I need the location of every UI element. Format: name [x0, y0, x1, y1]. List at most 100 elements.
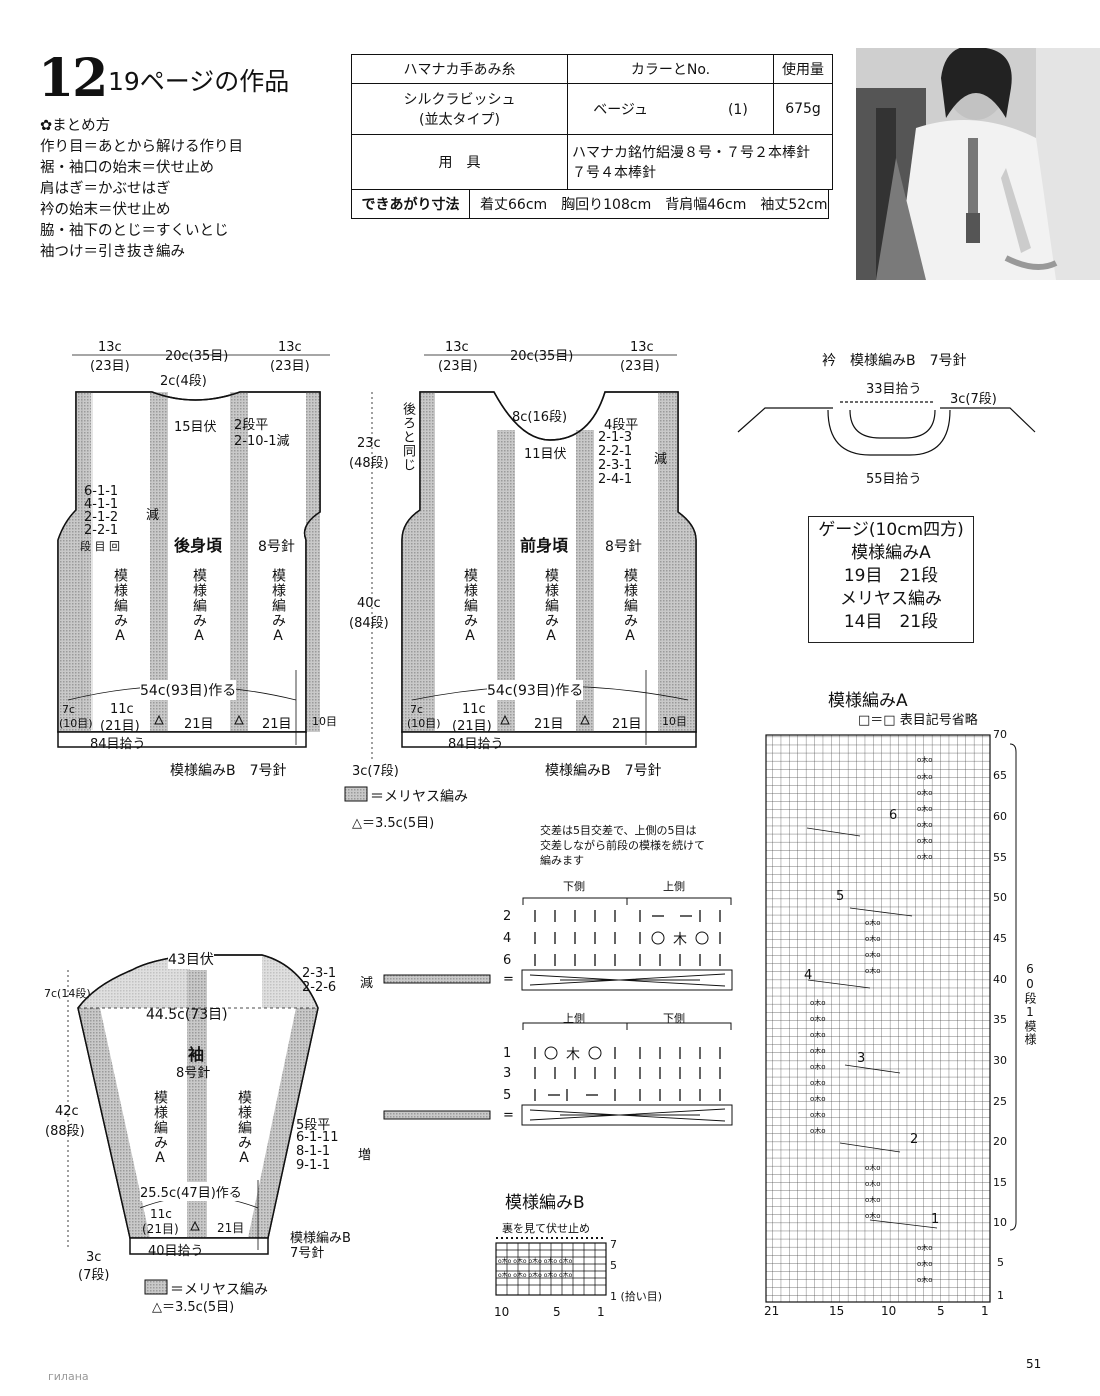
front-same-as-back: 後ろと同じ: [400, 402, 415, 472]
cross-a-lower: 下側: [563, 880, 585, 893]
back-piece-name: 後身頃: [174, 536, 223, 555]
page-number: 51: [1026, 1357, 1042, 1371]
chart-b-col-label: 5: [553, 1305, 561, 1319]
sleeve-bind-off: 43目伏: [168, 949, 214, 969]
cross-b-row: 5: [503, 1088, 512, 1103]
front-neck-dec: 2-1-3: [598, 430, 633, 445]
cross-note: 編みます: [540, 854, 584, 867]
back-bottom-cell: 21目: [262, 717, 292, 732]
rib-depth: 3c(7段): [352, 764, 399, 779]
cross-note: 交差は5目交差で、上側の5目は: [540, 824, 697, 837]
chart-a-row-label: 5: [997, 1256, 1004, 1269]
gauge-stockinette: メリヤス編み: [840, 589, 942, 609]
svg-text:o木o: o木o: [865, 966, 881, 975]
back-neck-dec-2: 2-10-1減: [234, 434, 290, 449]
front-pattern-a: 模様編みA: [622, 568, 638, 645]
size-value: 着丈66cm 胸回り108cm 背肩幅46cm 袖丈52cm: [480, 197, 828, 213]
chart-a-row-label: 15: [993, 1176, 1007, 1189]
sleeve-cast-on: 25.5c(47目)作る: [140, 1182, 242, 1201]
cross-a-row: 4: [503, 931, 512, 946]
back-pattern-a: 模様編みA: [191, 568, 207, 645]
chart-b-col-label: 10: [494, 1305, 510, 1319]
front-bottom-cell: (21目): [452, 719, 492, 734]
chart-a-marker: 6: [889, 808, 898, 823]
svg-text:o木o: o木o: [865, 1195, 881, 1204]
legend-triangle: △＝3.5c(5目): [352, 816, 435, 831]
front-bottom-cell: 21目: [534, 717, 564, 732]
chart-b-note: 裏を見て伏せ止め: [502, 1222, 590, 1235]
front-body: [401, 354, 697, 748]
back-neck-dec-1: 2段平: [234, 418, 269, 433]
sleeve-cap-dec: 2-2-6: [302, 980, 337, 995]
svg-text:o木o: o木o: [917, 788, 933, 797]
body-length: 40c: [357, 596, 381, 611]
back-bottom-cell: (21目): [100, 719, 140, 734]
svg-text:o木o: o木o: [917, 755, 933, 764]
armhole-depth: 23c: [357, 436, 381, 451]
svg-text:o木o: o木o: [917, 820, 933, 829]
back-shoulder-width-r: 13c: [278, 340, 302, 355]
svg-text:o木o: o木o: [917, 836, 933, 845]
svg-text:o木o: o木o: [865, 1163, 881, 1172]
svg-text:o木o: o木o: [917, 1259, 933, 1268]
chart-a-marker: 2: [910, 1132, 919, 1147]
sleeve-inc-word: 増: [358, 1148, 372, 1163]
chart-a-row-label: 40: [993, 973, 1007, 986]
front-piece-name: 前身頃: [520, 536, 569, 555]
sleeve-length-rows: (88段): [45, 1124, 85, 1139]
page-title: 19ページの作品: [108, 67, 290, 96]
sleeve-width: 44.5c(73目): [146, 1007, 228, 1023]
finishing-line: 作り目＝あとから解ける作り目: [40, 139, 243, 155]
back-pattern-a: 模様編みA: [270, 568, 286, 645]
collar-depth: 3c(7段): [950, 392, 997, 407]
svg-text:o木o: o木o: [810, 1014, 826, 1023]
chart-a-row-label: 30: [993, 1054, 1007, 1067]
back-rib: 模様編みB 7号針: [170, 763, 287, 779]
chart-b-row-label: 1 (拾い目): [610, 1290, 663, 1303]
front-dec-word: 減: [654, 452, 668, 467]
svg-text:木: 木: [673, 932, 687, 948]
svg-text:o木o: o木o: [810, 1094, 826, 1103]
front-neck-dec: 2-4-1: [598, 472, 633, 487]
svg-text:o木o: o木o: [917, 772, 933, 781]
chart-a-col-label: 21: [764, 1304, 780, 1318]
cross-b-upper: 上側: [563, 1012, 585, 1025]
cross-note: 交差しながら前段の模様を続けて: [540, 839, 705, 852]
star-icon: ✿: [40, 118, 53, 134]
cross-a-row: 6: [503, 953, 512, 968]
chart-a-col-label: 15: [829, 1304, 845, 1318]
chart-a-row-label: 10: [993, 1216, 1007, 1229]
back-arm-dec: 2-2-1: [84, 523, 119, 538]
back-bottom-cell: 21目: [184, 717, 214, 732]
chart-a-row-label: 65: [993, 769, 1007, 782]
svg-text:o木o: o木o: [810, 998, 826, 1007]
finishing-line: 脇・袖下のとじ＝すくいとじ: [40, 223, 229, 239]
front-needle: 8号針: [605, 539, 642, 555]
cross-b-row: 1: [503, 1046, 512, 1061]
front-bind-off: 11目伏: [524, 447, 567, 462]
sleeve-inc: 5段平: [296, 1118, 331, 1133]
chart-a-row-label: 25: [993, 1095, 1007, 1108]
back-shoulder-stitches: (23目): [90, 359, 130, 374]
sleeve-inc: 8-1-1: [296, 1144, 331, 1159]
sleeve-inc: 9-1-1: [296, 1158, 331, 1173]
finishing-heading: ✿まとめ方: [40, 118, 111, 134]
back-neck-depth: 2c(4段): [160, 374, 207, 389]
cross-charts: 木 木: [383, 897, 733, 1126]
chart-a-col-label: 1: [981, 1304, 989, 1318]
front-shoulder-width: 13c: [445, 340, 469, 355]
svg-text:o木o: o木o: [865, 918, 881, 927]
back-bottom-cell: 10目: [312, 715, 337, 728]
finishing-notes: ✿まとめ方 作り目＝あとから解ける作り目 裾・袖口の始末＝伏せ止め 肩はぎ＝かぶ…: [40, 116, 243, 263]
sleeve-cap-dec-word: 減: [360, 976, 374, 991]
back-arm-dec-word: 減: [146, 508, 160, 523]
svg-text:o木o: o木o: [810, 1062, 826, 1071]
back-pattern-a: 模様編みA: [112, 568, 128, 645]
chart-b-row-label: 5: [610, 1259, 617, 1272]
back-arm-dec: 6-1-1: [84, 484, 119, 499]
front-bottom-cell: 10目: [662, 715, 687, 728]
materials-table: ハマナカ手あみ糸 カラーとNo. 使用量 シルクラビッシュ(並太タイプ) ベージ…: [351, 54, 833, 190]
sleeve-rib: 模様編みB: [290, 1231, 351, 1246]
svg-text:o木o: o木o: [917, 1243, 933, 1252]
size-row: できあがり寸法 着丈66cm 胸回り108cm 背肩幅46cm 袖丈52cm: [351, 190, 829, 219]
